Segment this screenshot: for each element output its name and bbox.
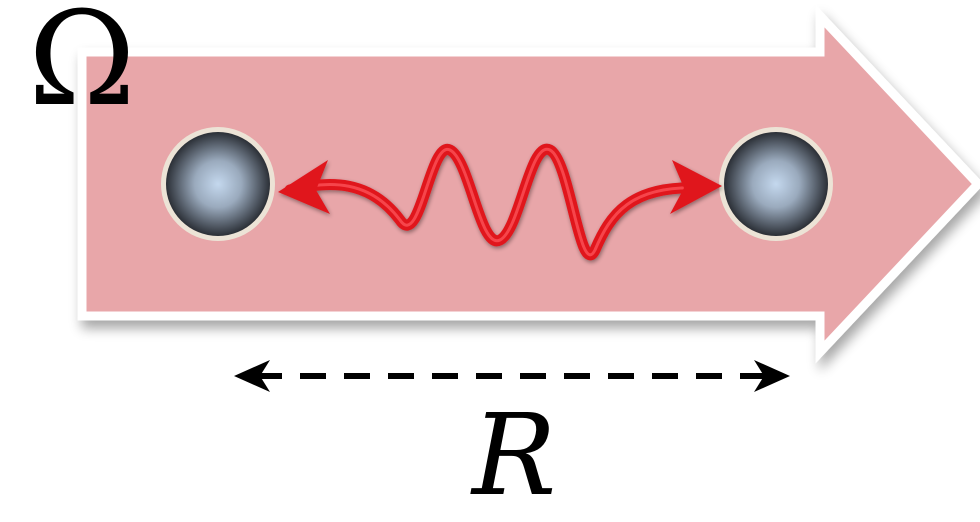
wave-left-arrowhead-icon — [278, 160, 330, 214]
particle-left-icon — [161, 127, 275, 241]
separation-arrow-icon — [234, 360, 790, 392]
wave-right-arrowhead-icon — [670, 160, 722, 214]
omega-label: Ω — [28, 0, 136, 135]
particle-right-icon — [719, 127, 833, 241]
distance-label: R — [472, 391, 557, 521]
interaction-wave-icon — [278, 143, 722, 260]
